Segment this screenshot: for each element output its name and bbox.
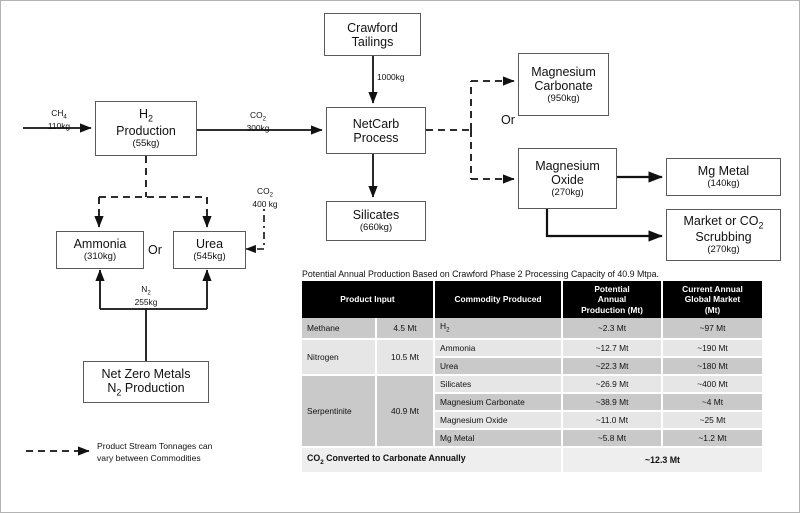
node-ammonia-amount: (310kg) [83, 251, 117, 263]
table-cell-potential-production: ~2.3 Mt [562, 317, 663, 340]
table-cell-commodity: Magnesium Oxide [434, 410, 563, 431]
node-silicates-amount: (660kg) [359, 222, 393, 234]
node-magnesium-oxide-amount: (270kg) [551, 186, 584, 198]
table-cell-product-input: Methane [302, 317, 377, 340]
table-cell-product-input: Serpentinite [302, 374, 377, 449]
or-label-carbonate-oxide: Or [501, 113, 515, 127]
table-total-label: CO2 Converted to Carbonate Annually [302, 446, 563, 472]
production-table-title: Potential Annual Production Based on Cra… [302, 269, 659, 279]
arrow-n2-to-ammonia-urea [95, 269, 212, 361]
table-header-row: Product Input Commodity Produced Potenti… [302, 281, 762, 318]
table-cell-global-market: ~1.2 Mt [662, 429, 762, 449]
table-cell-potential-production: ~11.0 Mt [562, 410, 663, 431]
production-table-section: Potential Annual Production Based on Cra… [302, 269, 762, 472]
node-ammonia[interactable]: Ammonia (310kg) [56, 231, 144, 269]
dashed-branch-h2-to-nitrogen-products [94, 156, 212, 228]
table-cell-potential-production: ~5.8 Mt [562, 429, 663, 449]
table-cell-commodity: Magnesium Carbonate [434, 392, 563, 412]
node-mg-metal[interactable]: Mg Metal (140kg) [666, 158, 781, 196]
table-total-row: CO2 Converted to Carbonate Annually ~12.… [302, 446, 762, 472]
table-row: Magnesium Carbonate~38.9 Mt~4 Mt [302, 392, 762, 412]
node-silicates-label: Silicates [352, 208, 400, 223]
table-cell-input-amount: 10.5 Mt [376, 338, 435, 376]
table-cell-global-market: ~97 Mt [662, 317, 762, 340]
table-cell-commodity: Ammonia [434, 338, 563, 358]
table-cell-global-market: ~190 Mt [662, 338, 762, 358]
node-urea-label: Urea [195, 237, 224, 252]
table-header-product-input: Product Input [302, 281, 435, 318]
edge-label-tailings-1000kg: 1000kg [377, 72, 405, 82]
table-cell-commodity: Silicates [434, 374, 563, 394]
table-cell-potential-production: ~38.9 Mt [562, 392, 663, 412]
node-silicates[interactable]: Silicates (660kg) [326, 201, 426, 241]
node-urea-amount: (545kg) [193, 251, 226, 263]
table-row: Urea~22.3 Mt~180 Mt [302, 356, 762, 376]
table-cell-input-amount: 4.5 Mt [376, 317, 435, 340]
node-h2-production-amount: (55kg) [132, 137, 160, 149]
node-urea[interactable]: Urea (545kg) [173, 231, 246, 269]
table-cell-commodity: Urea [434, 356, 563, 376]
table-cell-commodity: Mg Metal [434, 429, 563, 449]
table-cell-potential-production: ~22.3 Mt [562, 356, 663, 376]
table-header-commodity-produced: Commodity Produced [434, 281, 563, 318]
node-market-or-co2-scrubbing-amount: (270kg) [707, 244, 740, 256]
arrow-mgo-to-market [545, 209, 663, 242]
node-mg-metal-amount: (140kg) [707, 178, 740, 190]
table-cell-product-input: Nitrogen [302, 338, 377, 376]
table-cell-global-market: ~180 Mt [662, 356, 762, 376]
table-total-value: ~12.3 Mt [562, 446, 762, 472]
table-row: Mg Metal~5.8 Mt~1.2 Mt [302, 429, 762, 449]
table-cell-commodity: H2 [434, 317, 563, 340]
table-cell-input-amount: 40.9 Mt [376, 374, 435, 449]
production-table: Product Input Commodity Produced Potenti… [302, 281, 762, 472]
dashdot-co2-to-urea [245, 209, 265, 254]
table-cell-global-market: ~400 Mt [662, 374, 762, 394]
legend-line-1: Product Stream Tonnages can [97, 441, 213, 451]
node-mg-metal-label: Mg Metal [697, 164, 750, 179]
table-cell-global-market: ~4 Mt [662, 392, 762, 412]
table-cell-potential-production: ~12.7 Mt [562, 338, 663, 358]
or-label-ammonia-urea: Or [148, 243, 162, 257]
table-row: Magnesium Oxide~11.0 Mt~25 Mt [302, 410, 762, 431]
node-magnesium-carbonate-amount: (950kg) [547, 92, 580, 104]
node-ammonia-label: Ammonia [73, 237, 127, 252]
dashed-branch-netcarb-outputs [426, 76, 515, 184]
legend-caption: Product Stream Tonnages can vary between… [97, 441, 287, 464]
table-cell-global-market: ~25 Mt [662, 410, 762, 431]
legend-line-2: vary between Commodities [97, 452, 201, 463]
table-cell-potential-production: ~26.9 Mt [562, 374, 663, 394]
